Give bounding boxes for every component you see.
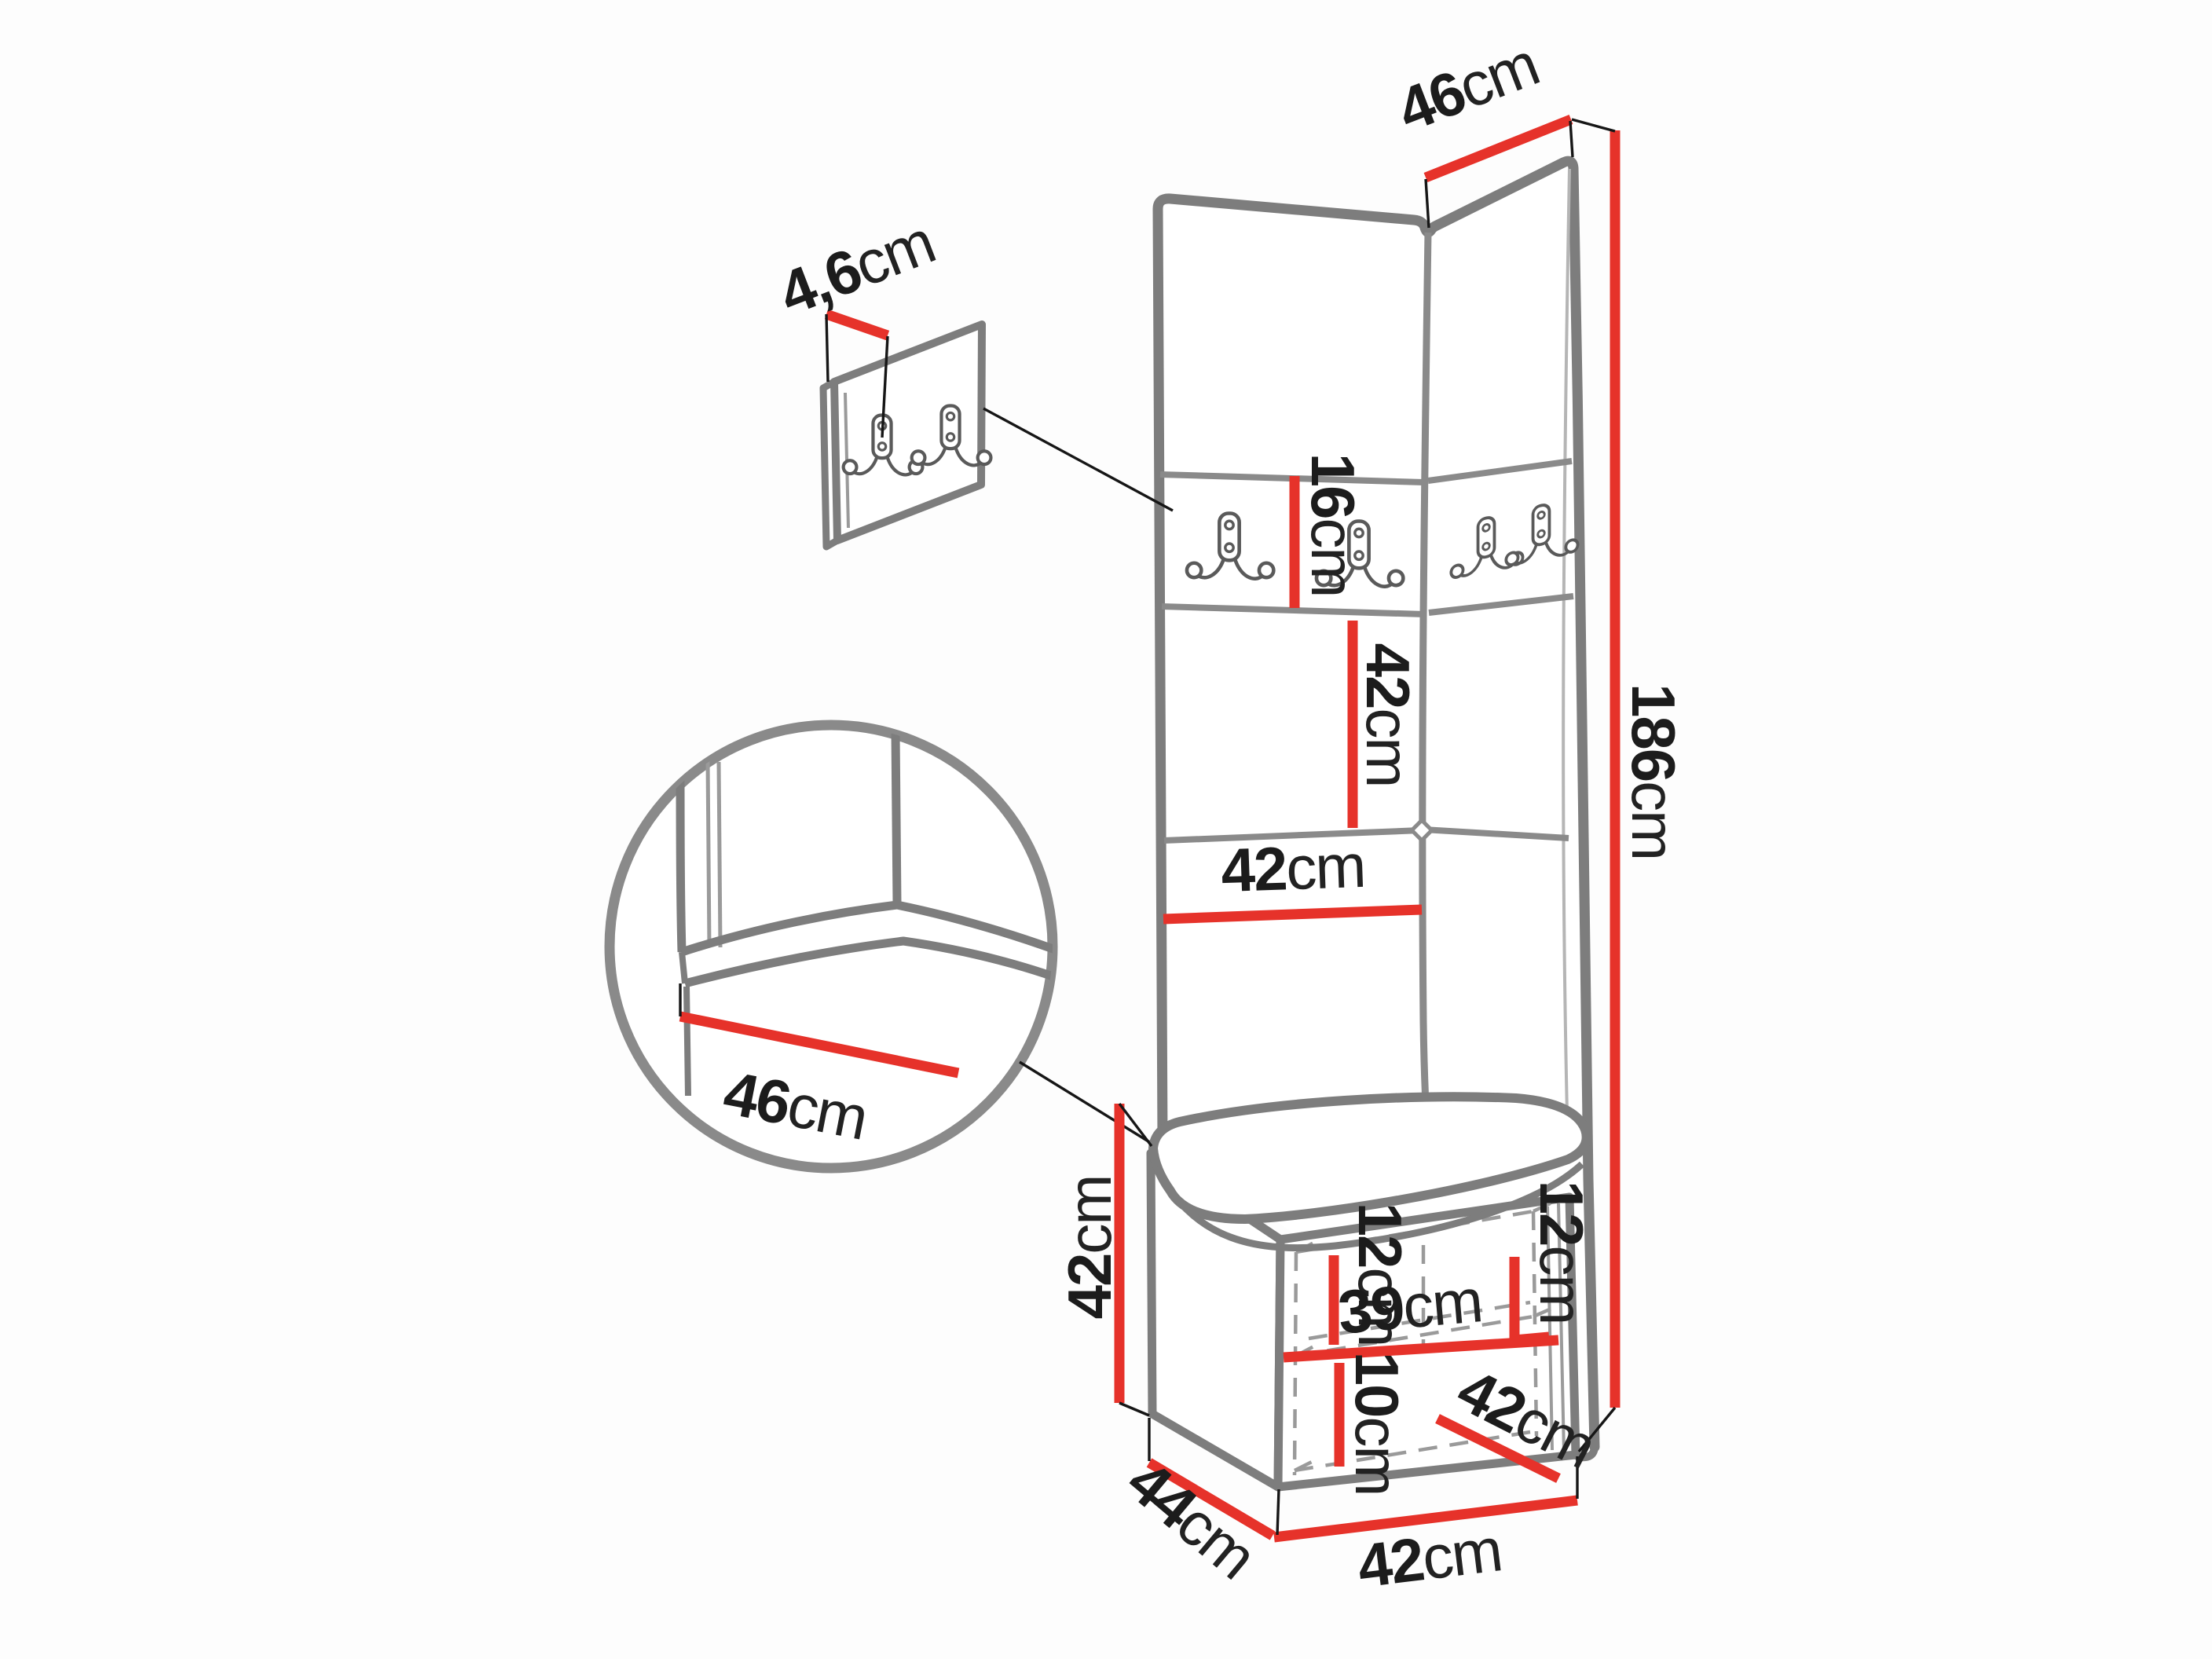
- seam-hookstrip-bottom-front: [1161, 603, 1426, 617]
- cabinet-front-face: [1273, 1192, 1580, 1492]
- extension-line: [881, 335, 889, 438]
- dim-line-panel-column-width: [1163, 904, 1423, 925]
- extension-line: [825, 313, 830, 383]
- label-middle-panel-height: 42cm: [1353, 643, 1423, 787]
- extension-line: [1119, 1401, 1150, 1417]
- dim-line-door-width: [1435, 1414, 1561, 1483]
- detail-box-front-right: [1095, 996, 1097, 1072]
- label-panel-column-width: 42cm: [1220, 831, 1366, 905]
- seam-hookstrip-top-side: [1427, 458, 1573, 484]
- wall-hook-panel: [819, 320, 1174, 551]
- pointer-line-panel-to-unit: [983, 407, 1174, 512]
- label-top-panel-width: 46cm: [1388, 29, 1547, 145]
- cabinet-door-bottom-cap: [1574, 1446, 1599, 1462]
- pointer-line-circle-to-bench: [1019, 1060, 1155, 1147]
- seam-middle-front: [1163, 827, 1422, 844]
- dimension-lines: [679, 114, 1621, 1543]
- label-cubby-left-height: 12cm: [1346, 1203, 1415, 1346]
- extension-line: [1569, 120, 1574, 158]
- detail-box-front-left: [683, 986, 691, 1097]
- detail-seat-top-edge: [680, 900, 1053, 968]
- extension-line: [1424, 178, 1430, 229]
- extension-line: [1577, 1406, 1617, 1453]
- detail-panel-edge: [676, 736, 687, 953]
- dim-line-wall-panel-thickness: [824, 309, 890, 341]
- detail-panel-seam: [716, 761, 723, 948]
- detail-corner-seam: [891, 731, 902, 904]
- extension-lines: [679, 118, 1617, 1536]
- label-total-height: 186cm: [1619, 683, 1688, 859]
- seam-middle-side: [1423, 826, 1569, 841]
- detail-seat-front-edge: [683, 936, 1053, 998]
- extension-line: [1571, 118, 1616, 133]
- dim-line-bench-depth: [1146, 1458, 1276, 1540]
- side-panel-inner-contour: [1562, 168, 1571, 1148]
- bench-cabinet: [1146, 1092, 1599, 1492]
- seam-hookstrip-bottom-side: [1428, 593, 1574, 616]
- detail-panel-seam: [705, 760, 712, 948]
- wall-panel-front-face: [830, 320, 986, 544]
- cabinet-door-edge: [1546, 1206, 1554, 1451]
- label-bench-height: 42cm: [1055, 1176, 1124, 1320]
- label-cubby-width: 39cm: [1335, 1265, 1485, 1347]
- seat-detail-circle: [604, 720, 1155, 1174]
- label-seat-depth-detail: 46cm: [718, 1057, 872, 1152]
- label-wall-panel-thickness: 4,6cm: [770, 207, 943, 328]
- detail-seat-cap-right: [1090, 963, 1095, 993]
- cabinet-door-edge: [1557, 1203, 1566, 1453]
- dim-line-bench-width: [1273, 1495, 1578, 1543]
- extension-line: [1276, 1489, 1280, 1536]
- label-cubby-right-height: 12cm: [1527, 1181, 1596, 1324]
- dim-line-seat-depth-detail: [679, 1011, 960, 1079]
- label-plinth-height: 10cm: [1342, 1352, 1412, 1496]
- label-hook-strip-height: 16cm: [1298, 453, 1368, 597]
- detail-seat-cap-left: [679, 951, 688, 984]
- dim-line-cubby-width: [1283, 1335, 1559, 1363]
- bench-cushion-top: [1148, 1092, 1591, 1224]
- seam-button-diamond: [1408, 817, 1435, 844]
- extension-line: [1118, 1102, 1153, 1148]
- bench-cushion-rim: [1152, 1161, 1585, 1252]
- label-bench-width: 42cm: [1354, 1514, 1505, 1601]
- dim-line-top-panel-width: [1423, 114, 1573, 183]
